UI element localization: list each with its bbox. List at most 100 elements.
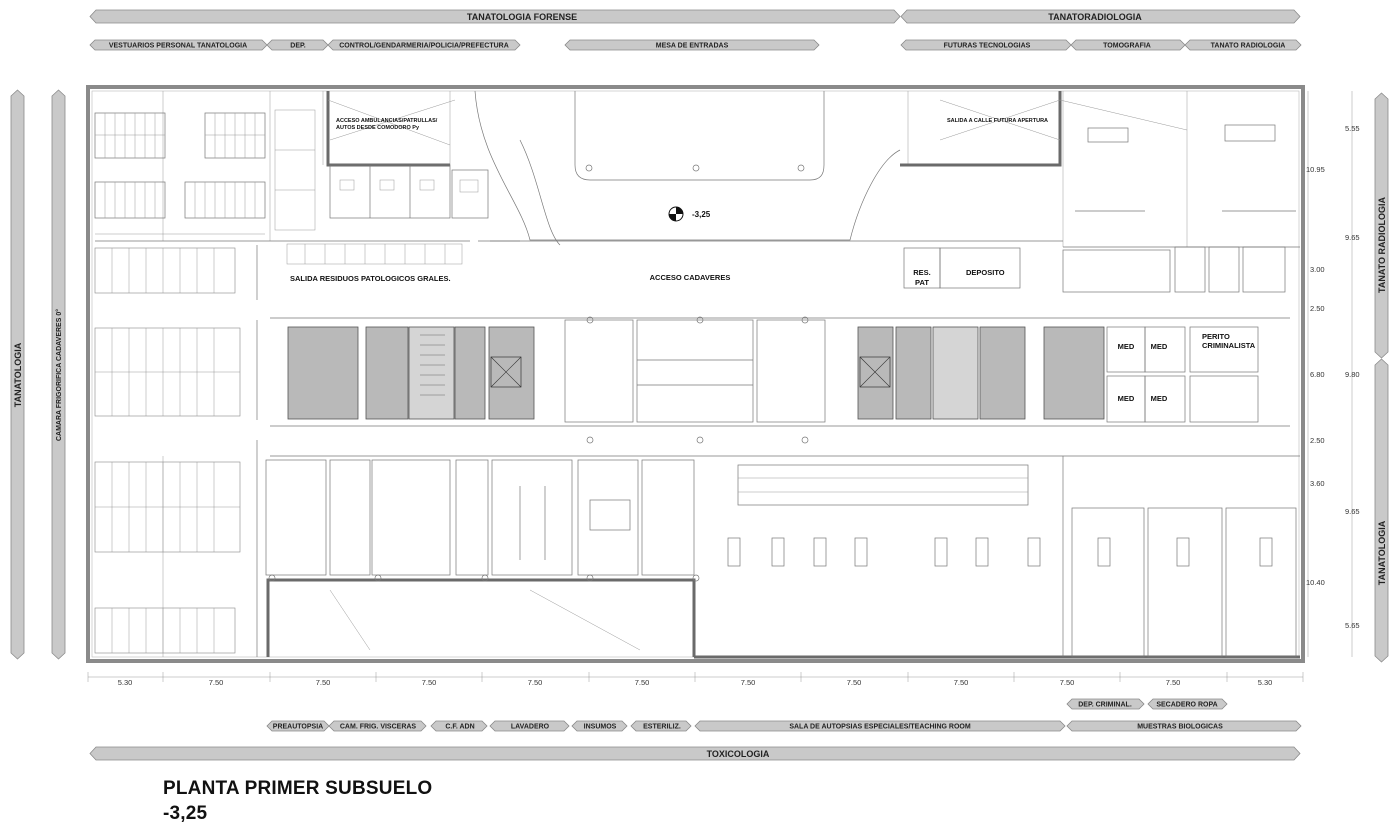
band-toxicologia — [89, 746, 1301, 761]
tag-sala-autopsias-label: SALA DE AUTOPSIAS ESPECIALES/TEACHING RO… — [789, 724, 971, 731]
res-pat-line2: PAT — [915, 278, 929, 287]
dim-inner-7: 10.40 — [1306, 578, 1325, 587]
tag-cam-frig-label: CAM. FRIG. VISCERAS — [340, 724, 417, 731]
tag-control-label: CONTROL/GENDARMERIA/POLICIA/PREFECTURA — [339, 43, 509, 50]
band-left-camara — [51, 89, 66, 660]
dim-bottom-7: 7.50 — [741, 678, 756, 687]
med-label-4: MED — [1151, 394, 1168, 403]
dim-bottom-9: 7.50 — [954, 678, 969, 687]
bottom-section-tags: PREAUTOPSIA CAM. FRIG. VISCERAS C.F. ADN… — [266, 720, 1302, 732]
left-core — [287, 326, 535, 420]
lower-left-wall — [266, 578, 696, 657]
top-section-tags: VESTUARIOS PERSONAL TANATOLOGIA DEP. CON… — [89, 39, 1302, 51]
dim-bottom-12: 5.30 — [1258, 678, 1273, 687]
tag-muestras-label: MUESTRAS BIOLOGICAS — [1137, 724, 1223, 731]
tag-tanato-radiologia — [1184, 39, 1302, 51]
res-pat-line1: RES. — [913, 268, 931, 277]
band-radiologia-label: TANATORADIOLOGIA — [1048, 12, 1142, 22]
tag-control — [327, 39, 521, 51]
corridor-walls — [95, 240, 1300, 657]
dim-bottom-6: 7.50 — [635, 678, 650, 687]
band-left-tanatologia — [10, 89, 25, 660]
band-toxicologia-label: TOXICOLOGIA — [707, 749, 770, 759]
lower-service-rooms — [265, 459, 695, 576]
tag-esteriliz — [630, 720, 692, 732]
cold-chamber-drawers — [94, 247, 241, 654]
building-outline — [86, 85, 1305, 663]
dim-outer-2: 9.65 — [1345, 233, 1360, 242]
band-right-tanatologia — [1374, 358, 1389, 663]
vestuarios-area — [94, 109, 316, 235]
level-marker: -3,25 — [668, 206, 711, 222]
plan-level: -3,25 — [163, 803, 208, 824]
med-label-1: MED — [1118, 342, 1135, 351]
tag-esteriliz-label: ESTERILIZ. — [643, 724, 681, 731]
tag-mesa-entradas — [564, 39, 820, 51]
salida-residuos-label: SALIDA RESIDUOS PATOLOGICOS GRALES. — [290, 274, 451, 283]
deposito-rooms — [903, 247, 1021, 289]
tag-tomografia — [1070, 39, 1186, 51]
muestras-rooms — [1062, 456, 1297, 658]
tag-tomografia-label: TOMOGRAFIA — [1103, 43, 1151, 50]
court-columns — [585, 164, 805, 172]
band-tanatoradiologia — [900, 9, 1301, 24]
radiology-small-rooms — [1062, 246, 1286, 293]
tag-cam-frig-visceras — [328, 720, 427, 732]
right-dimensions: 10.95 3.00 2.50 6.80 2.50 3.60 10.40 5.5… — [1306, 124, 1360, 630]
tag-dep-label: DEP. — [290, 43, 305, 50]
dim-inner-5: 2.50 — [1310, 436, 1325, 445]
band-left-camara-label: CAMARA FRIGORIFICA CADAVERES 0° — [55, 309, 63, 441]
teaching-room-seating — [737, 464, 1029, 506]
dim-inner-6: 3.60 — [1310, 479, 1325, 488]
tag-dep — [266, 39, 329, 51]
bottom-dimension-line: 5.30 7.50 7.50 7.50 7.50 7.50 7.50 7.50 … — [87, 672, 1304, 687]
dim-bottom-8: 7.50 — [847, 678, 862, 687]
tag-futuras-tecnologias — [900, 39, 1072, 51]
tag-tanato-radiologia-label: TANATO RADIOLOGIA — [1211, 43, 1286, 50]
dim-bottom-5: 7.50 — [528, 678, 543, 687]
tag-dep-criminal — [1066, 698, 1145, 710]
dim-bottom-2: 7.50 — [209, 678, 224, 687]
right-core — [857, 326, 1105, 420]
tag-cf-adn-label: C.F. ADN — [445, 724, 474, 731]
deposito-label: DEPOSITO — [966, 268, 1005, 277]
tag-futuras-label: FUTURAS TECNOLOGIAS — [944, 43, 1031, 50]
control-offices — [329, 164, 489, 219]
residuos-shelves — [286, 243, 463, 265]
med-label-3: MED — [1118, 394, 1135, 403]
dim-bottom-10: 7.50 — [1060, 678, 1075, 687]
tag-dep-criminal-label: DEP. CRIMINAL. — [1078, 702, 1132, 709]
salida-calle-wall — [900, 91, 1062, 167]
plan-title: PLANTA PRIMER SUBSUELO — [163, 778, 433, 799]
med-label-2: MED — [1151, 342, 1168, 351]
bottom-small-tags: DEP. CRIMINAL. SECADERO ROPA — [1066, 698, 1228, 710]
perito-line1: PERITO — [1202, 332, 1230, 341]
dim-outer-3: 9.80 — [1345, 370, 1360, 379]
tag-insumos-label: INSUMOS — [584, 724, 617, 731]
radiology-top-rooms — [1059, 99, 1300, 248]
right-dim-lines — [1307, 91, 1353, 657]
tag-preautopsia-label: PREAUTOPSIA — [273, 724, 323, 731]
dim-bottom-1: 5.30 — [118, 678, 133, 687]
center-offices — [564, 319, 826, 423]
building-inner-line — [91, 90, 1300, 658]
dim-inner-3: 2.50 — [1310, 304, 1325, 313]
acceso-cadaveres-label: ACCESO CADAVERES — [650, 273, 731, 282]
band-right-tanatologia-label: TANATOLOGIA — [1377, 520, 1387, 585]
tag-secadero — [1147, 698, 1228, 710]
tag-lavadero-label: LAVADERO — [511, 724, 550, 731]
band-right-radiologia-label: TANATO RADIOLOGIA — [1377, 197, 1387, 293]
dim-outer-1: 5.55 — [1345, 124, 1360, 133]
level-marker-label: -3,25 — [692, 210, 711, 219]
perito-line2: CRIMINALISTA — [1202, 341, 1256, 350]
dim-bottom-11: 7.50 — [1166, 678, 1181, 687]
grid-lines — [162, 91, 1188, 657]
tag-insumos — [571, 720, 628, 732]
dim-inner-2: 3.00 — [1310, 265, 1325, 274]
band-left-tanatologia-label: TANATOLOGIA — [13, 342, 23, 407]
tag-sala-autopsias — [694, 720, 1066, 732]
med-rooms — [1106, 326, 1259, 423]
acceso-ambulancias-line2: AUTOS DESDE COMODORO Py — [336, 125, 420, 131]
dim-outer-5: 5.65 — [1345, 621, 1360, 630]
